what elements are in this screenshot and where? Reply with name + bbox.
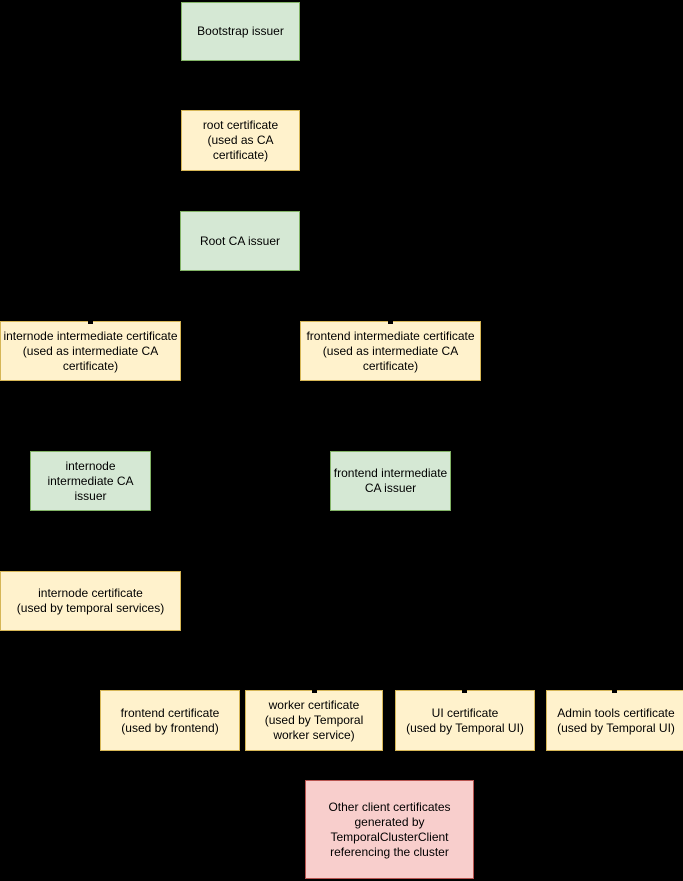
node-label: internode intermediate CA issuer (47, 458, 134, 503)
node-label: Other client certificates generated by T… (328, 799, 451, 859)
diagram-node-root-certificate: root certificate (used as CA certificate… (181, 110, 300, 171)
node-label: internode intermediate certificate (used… (3, 328, 178, 373)
arrowhead-tip (88, 319, 93, 324)
diagram-node-frontend-intermediate-certificate: frontend intermediate certificate (used … (300, 321, 481, 381)
diagram-node-internode-intermediate-certificate: internode intermediate certificate (used… (0, 321, 181, 381)
diagram-node-bootstrap-issuer: Bootstrap issuer (181, 2, 300, 61)
diagram-node-internode-certificate: internode certificate (used by temporal … (0, 571, 181, 631)
arrowhead-tip (612, 688, 617, 693)
diagram-node-root-ca-issuer: Root CA issuer (180, 211, 300, 271)
node-label: Bootstrap issuer (197, 24, 284, 38)
node-label: Root CA issuer (199, 233, 281, 248)
arrowhead-tip (312, 688, 317, 693)
diagram-node-other-client-certificates: Other client certificates generated by T… (305, 780, 474, 879)
arrowhead-tip (462, 688, 467, 693)
diagram-node-admin-tools-certificate: Admin tools certificate (used by Tempora… (546, 690, 683, 751)
node-label: root certificate (used as CA certificate… (202, 118, 279, 162)
diagram-node-frontend-certificate: frontend certificate (used by frontend) (100, 690, 240, 751)
arrowhead-tip (388, 319, 393, 324)
diagram-node-worker-certificate: worker certificate (used by Temporal wor… (245, 690, 383, 751)
diagram-node-frontend-intermediate-ca-issuer: frontend intermediate CA issuer (330, 451, 451, 511)
node-label: frontend intermediate CA issuer (333, 466, 448, 495)
node-label: internode certificate (used by temporal … (16, 586, 165, 615)
node-label: Admin tools certificate (used by Tempora… (557, 705, 675, 735)
node-label: frontend certificate (used by frontend) (120, 705, 220, 735)
node-label: UI certificate (used by Temporal UI) (406, 705, 524, 735)
node-label: worker certificate (used by Temporal wor… (264, 698, 364, 742)
diagram-node-internode-intermediate-ca-issuer: internode intermediate CA issuer (30, 451, 151, 511)
node-label: frontend intermediate certificate (used … (306, 328, 475, 373)
diagram-node-ui-certificate: UI certificate (used by Temporal UI) (395, 690, 535, 751)
